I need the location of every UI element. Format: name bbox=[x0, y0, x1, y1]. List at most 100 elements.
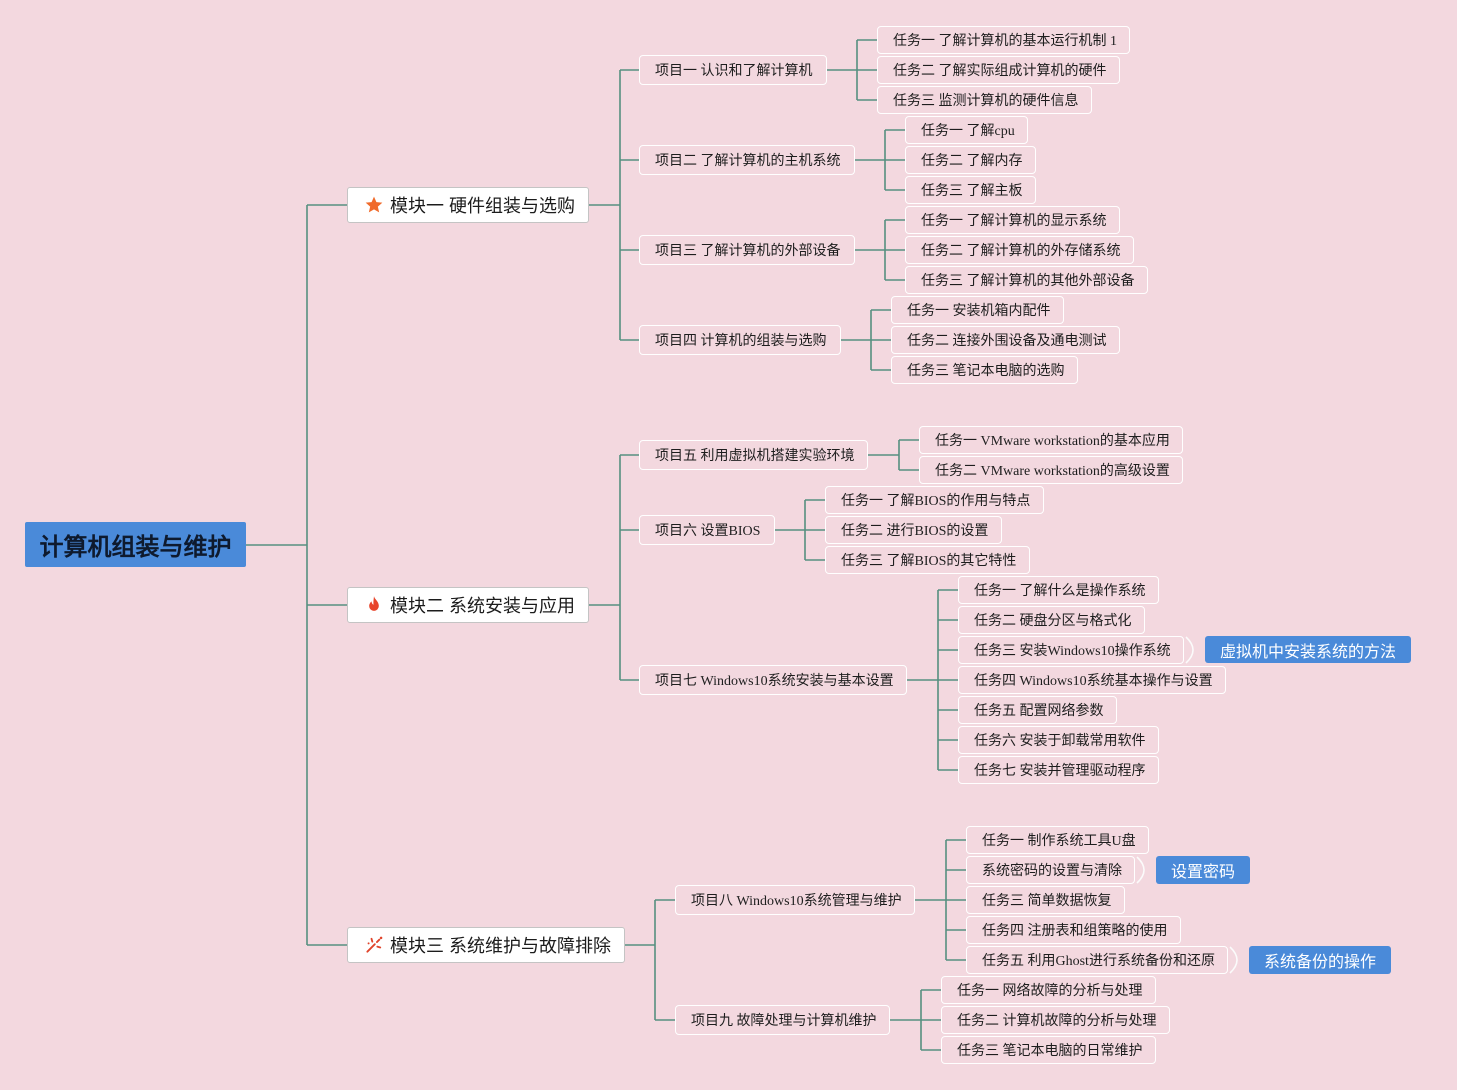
task-label: 任务一 了解BIOS的作用与特点 bbox=[841, 494, 1031, 509]
task-node: 任务三 了解计算机的其他外部设备 bbox=[905, 266, 1148, 294]
sparkle-icon bbox=[364, 935, 384, 955]
task-node: 任务二 了解计算机的外存储系统 bbox=[905, 236, 1134, 264]
module-node: 模块一 硬件组装与选购 bbox=[347, 187, 589, 223]
callout-label: 系统备份的操作 bbox=[1263, 954, 1376, 971]
callout-bracket bbox=[1136, 856, 1145, 884]
project-node: 项目九 故障处理与计算机维护 bbox=[675, 1005, 890, 1035]
task-node: 任务一 网络故障的分析与处理 bbox=[941, 976, 1156, 1004]
task-node: 任务二 连接外围设备及通电测试 bbox=[891, 326, 1120, 354]
task-node: 任务四 Windows10系统基本操作与设置 bbox=[958, 666, 1226, 694]
connector-project-4 bbox=[841, 309, 891, 371]
task-label: 任务四 Windows10系统基本操作与设置 bbox=[974, 674, 1213, 689]
callout-label: 设置密码 bbox=[1170, 864, 1235, 881]
task-node: 任务一 了解计算机的显示系统 bbox=[905, 206, 1120, 234]
task-node: 任务四 注册表和组策略的使用 bbox=[966, 916, 1181, 944]
task-node: 任务三 简单数据恢复 bbox=[966, 886, 1125, 914]
task-label: 任务一 制作系统工具U盘 bbox=[982, 834, 1136, 849]
connector-project-9 bbox=[890, 989, 941, 1051]
task-label: 任务三 简单数据恢复 bbox=[982, 894, 1112, 909]
task-node: 任务三 了解BIOS的其它特性 bbox=[825, 546, 1030, 574]
project-label: 项目二 了解计算机的主机系统 bbox=[655, 154, 841, 169]
task-label: 任务三 安装Windows10操作系统 bbox=[974, 644, 1171, 659]
task-label: 任务一 了解什么是操作系统 bbox=[974, 584, 1146, 599]
task-label: 任务二 连接外围设备及通电测试 bbox=[907, 334, 1107, 349]
task-node: 任务一 了解什么是操作系统 bbox=[958, 576, 1159, 604]
callout-label: 虚拟机中安装系统的方法 bbox=[1219, 643, 1396, 661]
task-node: 任务二 了解实际组成计算机的硬件 bbox=[877, 56, 1120, 84]
task-label: 任务二 VMware workstation的高级设置 bbox=[935, 464, 1170, 479]
module-label: 模块三 系统维护与故障排除 bbox=[390, 936, 611, 956]
task-node: 任务三 笔记本电脑的日常维护 bbox=[941, 1036, 1156, 1064]
fire-icon bbox=[364, 595, 384, 615]
connector-project-2 bbox=[855, 129, 905, 191]
task-label: 任务二 硬盘分区与格式化 bbox=[974, 614, 1132, 629]
task-node: 任务一 了解计算机的基本运行机制 1 bbox=[877, 26, 1130, 54]
project-node: 项目四 计算机的组装与选购 bbox=[639, 325, 841, 355]
task-label: 系统密码的设置与清除 bbox=[982, 864, 1122, 879]
connector-project-7 bbox=[907, 589, 958, 771]
star-icon bbox=[364, 195, 384, 215]
project-label: 项目六 设置BIOS bbox=[655, 524, 761, 539]
project-label: 项目八 Windows10系统管理与维护 bbox=[691, 894, 902, 909]
task-node: 任务一 了解BIOS的作用与特点 bbox=[825, 486, 1044, 514]
task-node: 任务二 了解内存 bbox=[905, 146, 1036, 174]
task-label: 任务三 了解主板 bbox=[921, 184, 1023, 199]
task-node: 任务五 配置网络参数 bbox=[958, 696, 1117, 724]
connector-project-8 bbox=[915, 839, 966, 961]
task-label: 任务二 进行BIOS的设置 bbox=[841, 524, 989, 539]
callout-bracket bbox=[1185, 636, 1194, 664]
task-label: 任务四 注册表和组策略的使用 bbox=[982, 924, 1168, 939]
task-label: 任务七 安装并管理驱动程序 bbox=[974, 764, 1146, 779]
task-node: 任务一 了解cpu bbox=[905, 116, 1028, 144]
task-label: 任务一 了解cpu bbox=[921, 124, 1015, 139]
callout-bracket bbox=[1229, 946, 1238, 974]
task-label: 任务五 配置网络参数 bbox=[974, 704, 1104, 719]
task-label: 任务三 了解BIOS的其它特性 bbox=[841, 554, 1017, 569]
project-node: 项目一 认识和了解计算机 bbox=[639, 55, 827, 85]
task-node: 任务二 进行BIOS的设置 bbox=[825, 516, 1002, 544]
project-label: 项目一 认识和了解计算机 bbox=[655, 64, 813, 79]
connector-module-2 bbox=[589, 454, 639, 681]
callout-node: 虚拟机中安装系统的方法 bbox=[1205, 636, 1411, 663]
task-label: 任务一 安装机箱内配件 bbox=[907, 304, 1051, 319]
project-node: 项目二 了解计算机的主机系统 bbox=[639, 145, 855, 175]
connector-root bbox=[246, 204, 347, 946]
task-label: 任务二 了解实际组成计算机的硬件 bbox=[893, 64, 1107, 79]
task-node: 任务三 笔记本电脑的选购 bbox=[891, 356, 1078, 384]
task-node: 系统密码的设置与清除 bbox=[966, 856, 1135, 884]
task-label: 任务一 VMware workstation的基本应用 bbox=[935, 434, 1170, 449]
project-node: 项目七 Windows10系统安装与基本设置 bbox=[639, 665, 907, 695]
task-label: 任务三 了解计算机的其他外部设备 bbox=[921, 274, 1135, 289]
task-node: 任务三 监测计算机的硬件信息 bbox=[877, 86, 1092, 114]
root-label: 计算机组装与维护 bbox=[39, 534, 232, 561]
task-label: 任务五 利用Ghost进行系统备份和还原 bbox=[982, 954, 1215, 969]
project-label: 项目九 故障处理与计算机维护 bbox=[691, 1014, 877, 1029]
module-node: 模块三 系统维护与故障排除 bbox=[347, 927, 625, 963]
task-label: 任务二 了解内存 bbox=[921, 154, 1023, 169]
task-label: 任务六 安装于卸载常用软件 bbox=[974, 734, 1146, 749]
task-node: 任务六 安装于卸载常用软件 bbox=[958, 726, 1159, 754]
project-node: 项目六 设置BIOS bbox=[639, 515, 775, 545]
project-node: 项目八 Windows10系统管理与维护 bbox=[675, 885, 915, 915]
connector-module-1 bbox=[589, 69, 639, 341]
module-label: 模块一 硬件组装与选购 bbox=[390, 196, 575, 216]
callout-node: 系统备份的操作 bbox=[1249, 946, 1391, 974]
task-node: 任务二 硬盘分区与格式化 bbox=[958, 606, 1145, 634]
project-label: 项目七 Windows10系统安装与基本设置 bbox=[655, 674, 894, 689]
task-label: 任务三 笔记本电脑的日常维护 bbox=[957, 1044, 1143, 1059]
task-label: 任务二 计算机故障的分析与处理 bbox=[957, 1014, 1157, 1029]
callout-node: 设置密码 bbox=[1156, 856, 1250, 884]
task-node: 任务一 制作系统工具U盘 bbox=[966, 826, 1149, 854]
connector-project-3 bbox=[855, 219, 905, 281]
task-node: 任务五 利用Ghost进行系统备份和还原 bbox=[966, 946, 1228, 974]
task-label: 任务三 笔记本电脑的选购 bbox=[907, 364, 1065, 379]
root-node: 计算机组装与维护 bbox=[25, 522, 246, 567]
connector-project-5 bbox=[868, 439, 919, 471]
project-node: 项目五 利用虚拟机搭建实验环境 bbox=[639, 440, 868, 470]
task-label: 任务一 了解计算机的显示系统 bbox=[921, 214, 1107, 229]
project-label: 项目四 计算机的组装与选购 bbox=[655, 334, 827, 349]
task-node: 任务三 安装Windows10操作系统 bbox=[958, 636, 1184, 664]
task-label: 任务一 网络故障的分析与处理 bbox=[957, 984, 1143, 999]
task-label: 任务三 监测计算机的硬件信息 bbox=[893, 94, 1079, 109]
